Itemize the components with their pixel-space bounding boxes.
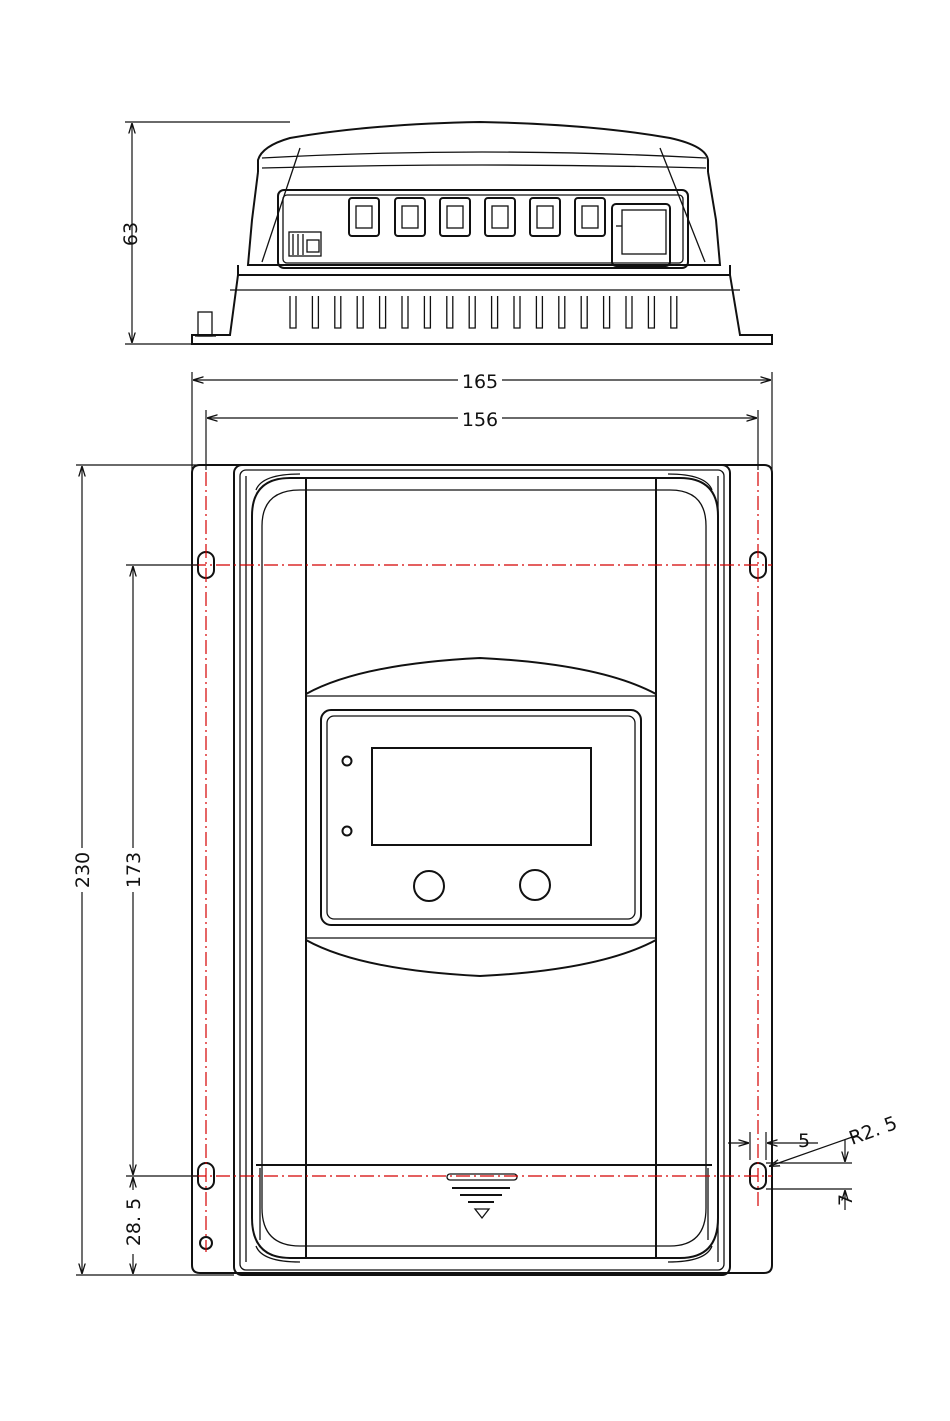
dim-bottom-offset-label: 28. 5 [123,1198,145,1246]
terminal-blocks [349,198,605,236]
heatsink-fin [290,296,296,328]
heatsink-fin [492,296,498,328]
heatsink-fin [581,296,587,328]
dim-hole-spacing-length: 173 [121,565,198,1176]
side-view [192,122,772,344]
dim-slot-radius-label: R2. 5 [846,1112,900,1150]
front-view [192,465,772,1275]
heatsink-fin [604,296,610,328]
dim-overall-length-label: 230 [72,852,94,888]
dim-slot-radius: R2. 5 [770,1112,900,1166]
dim-bottom-offset: 28. 5 [121,1178,145,1273]
post-icon [195,312,216,336]
dim-overall-width-label: 165 [462,371,498,393]
vent-icon [289,232,321,256]
dim-height-label: 63 [120,222,142,246]
button-icon [520,870,550,900]
dim-overall-length: 230 [70,465,234,1275]
heatsink-fin [514,296,520,328]
led-indicator-icon [343,757,352,766]
dim-slot-width-label: 5 [798,1130,810,1152]
heatsink-fin [671,296,677,328]
heatsink-fin [357,296,363,328]
ground-symbol-icon [447,1174,517,1218]
heatsink-fin [380,296,386,328]
heatsink-fin [626,296,632,328]
heatsink-fin [469,296,475,328]
dim-height: 63 [120,122,290,344]
dim-hole-spacing-length-label: 173 [123,852,145,888]
heatsink-fin [559,296,565,328]
heatsink-fin [648,296,654,328]
heatsink-fin [536,296,542,328]
button-icon [414,871,444,901]
heatsink-fin [402,296,408,328]
heatsink-fins [290,296,677,328]
heatsink-fin [335,296,341,328]
switch-icon [612,204,670,266]
dim-hole-spacing-width: 156 [206,406,758,470]
dim-slot-length-label: 7 [835,1194,857,1206]
led-indicator-icon [343,827,352,836]
heatsink-fin [447,296,453,328]
heatsink-fin [424,296,430,328]
dim-hole-spacing-width-label: 156 [462,409,498,431]
heatsink-fin [312,296,318,328]
dim-slot-length: 7 [766,1140,857,1210]
